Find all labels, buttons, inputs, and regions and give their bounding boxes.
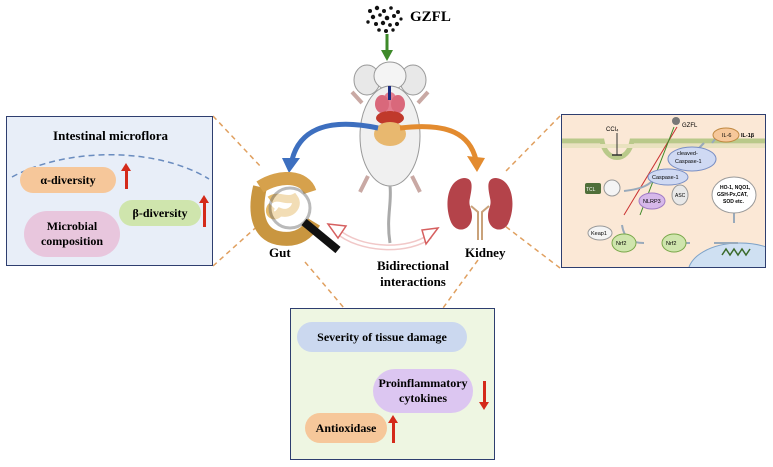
green-down-arrow [381, 34, 393, 61]
caspase1-label: Caspase-1 [652, 175, 679, 181]
cleaved-label-1: cleaved- [677, 151, 698, 157]
microbial-composition-badge: Microbial composition [24, 211, 120, 257]
kidney-label: Kidney [465, 245, 506, 260]
ccl4-label: CCl₄ [606, 127, 619, 133]
beta-diversity-badge: β-diversity [119, 200, 201, 226]
gut-icon [250, 172, 341, 254]
blue-arrowhead [282, 158, 300, 173]
pathway-diagram: CCl₄ GZFL IL-6 IL-1β cleaved- Caspase-1 … [562, 117, 765, 267]
intestinal-microflora-panel: Intestinal microflora α-diversity β-dive… [6, 116, 213, 266]
bidirectional-interactions-label: Bidirectional interactions [377, 258, 449, 289]
dna-icon [721, 247, 751, 257]
il1b-label: IL-1β [741, 133, 755, 139]
panel-title: Intestinal microflora [53, 128, 168, 143]
gzfl-pathway-label: GZFL [682, 123, 698, 129]
alpha-diversity-badge: α-diversity [20, 167, 116, 193]
tissue-outcomes-panel: Severity of tissue damage Proinflammator… [290, 308, 495, 460]
nrf2-label-a: Nrf2 [616, 241, 626, 247]
severity-badge: Severity of tissue damage [297, 322, 467, 352]
antioxidase-badge: Antioxidase [305, 413, 387, 443]
nrf2-label-b: Nrf2 [666, 241, 676, 247]
mouse-icon [350, 61, 430, 244]
kidney-pathway-panel: CCl₄ GZFL IL-6 IL-1β cleaved- Caspase-1 … [561, 114, 766, 268]
gut-label: Gut [269, 245, 291, 260]
tcl-label: TCL [586, 187, 596, 193]
targets-line2: GSH-Px,CAT, [717, 192, 748, 198]
cytokines-down-arrow-icon [483, 381, 486, 403]
targets-line3: SOD etc. [723, 199, 744, 205]
proinflammatory-cytokines-badge: Proinflammatory cytokines [373, 369, 473, 413]
beta-up-arrow-icon [203, 199, 206, 227]
alpha-up-arrow-icon [125, 167, 128, 189]
gzfl-dots-icon [672, 117, 680, 125]
targets-line1: HO-1, NQO1, [720, 185, 751, 191]
asc-label: ASC [675, 193, 686, 199]
orange-arrowhead [467, 156, 485, 172]
il6-label: IL-6 [722, 133, 731, 139]
herb-powder-icon [366, 5, 403, 33]
gzfl-label: GZFL [410, 9, 451, 25]
antioxidase-up-arrow-icon [392, 421, 395, 443]
nlrp3-label: NLRP3 [643, 199, 661, 205]
kidney-icon [447, 178, 513, 240]
keap1-label: Keap1 [591, 231, 607, 237]
cleaved-label-2: Caspase-1 [675, 159, 702, 165]
